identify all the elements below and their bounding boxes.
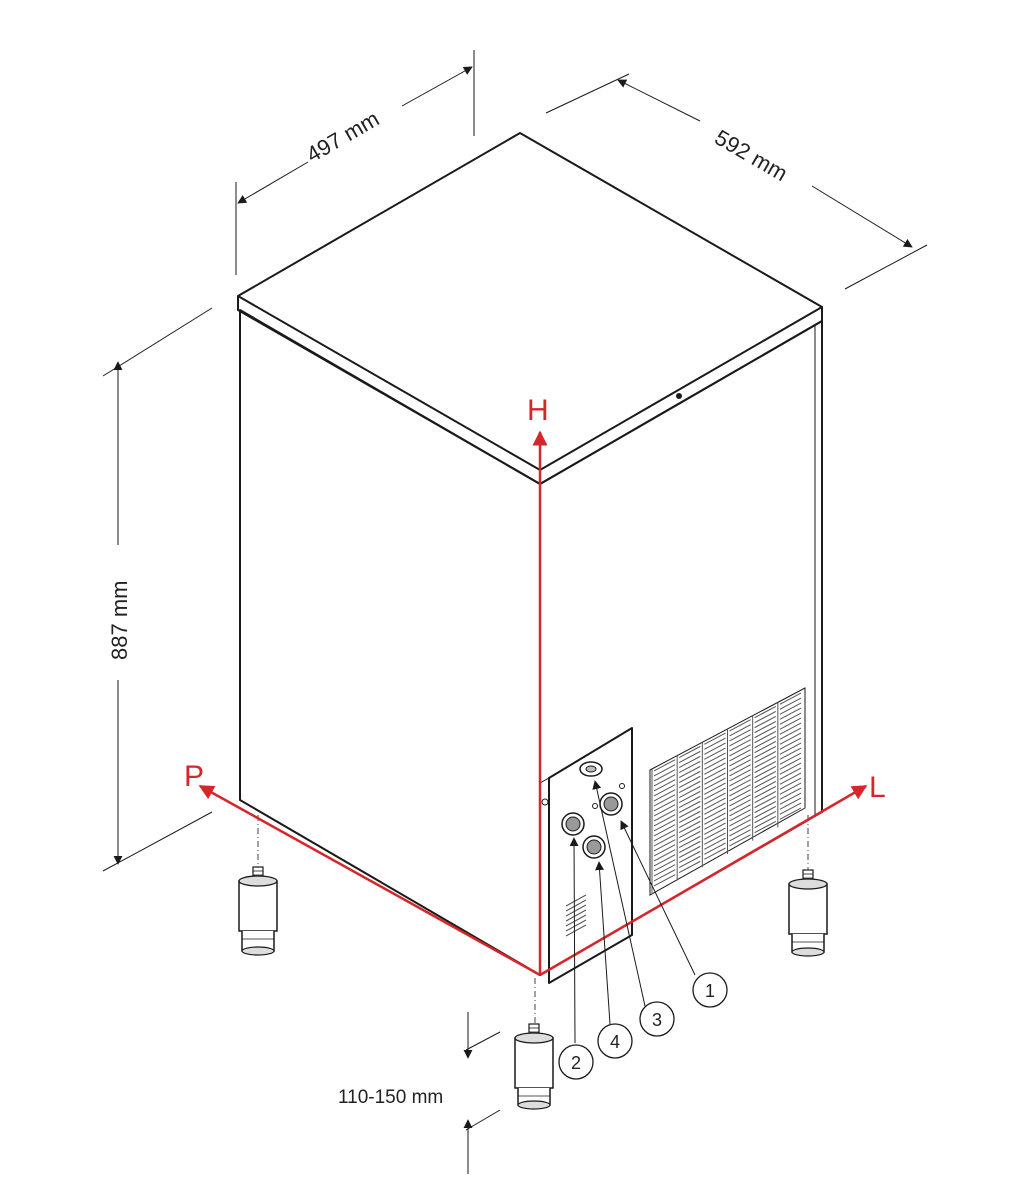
panel-vent-grille — [565, 894, 587, 937]
callout-1: 1 — [692, 972, 728, 1008]
axis-p-line — [198, 784, 541, 977]
callout-3-label: 3 — [652, 1010, 662, 1030]
axis-lines — [198, 430, 868, 977]
water-inlet-connector-icon — [599, 792, 623, 816]
axis-l-label: L — [869, 771, 886, 804]
dimension-feet-label: 110-150 mm — [338, 1087, 443, 1108]
axis-h-label: H — [527, 394, 549, 427]
dimension-feet: 110-150 mm — [338, 1012, 501, 1174]
lid-screw — [676, 393, 682, 399]
cabinet-left-face — [239, 309, 541, 976]
callout-leaders — [569, 780, 696, 1044]
dimension-width-label: 497 mm — [302, 106, 383, 167]
cabinet-right-face — [539, 320, 823, 976]
callout-2: 2 — [558, 1044, 594, 1080]
overflow-connector-icon — [582, 835, 606, 859]
lid-edge-left — [237, 296, 541, 485]
dimension-height-label: 887 mm — [107, 581, 132, 660]
callout-1-label: 1 — [705, 981, 715, 1001]
callout-2-label: 2 — [571, 1053, 581, 1073]
adjustable-foot-right — [788, 869, 828, 957]
axis-p-label: P — [184, 760, 204, 793]
adjustable-foot-left — [238, 866, 278, 956]
axis-l-line — [539, 784, 868, 977]
callout-3: 3 — [639, 1001, 675, 1037]
dimension-width: 497 mm — [235, 50, 475, 275]
cable-gland-icon — [579, 761, 603, 777]
callout-4-label: 4 — [610, 1032, 620, 1052]
adjustable-foot-front — [514, 1023, 554, 1110]
callout-4: 4 — [597, 1023, 633, 1059]
condenser-vent-grille — [649, 687, 806, 896]
dimension-height: 887 mm — [102, 307, 213, 872]
dimension-depth-label: 592 mm — [711, 125, 792, 186]
drain-connector-icon — [561, 812, 585, 836]
